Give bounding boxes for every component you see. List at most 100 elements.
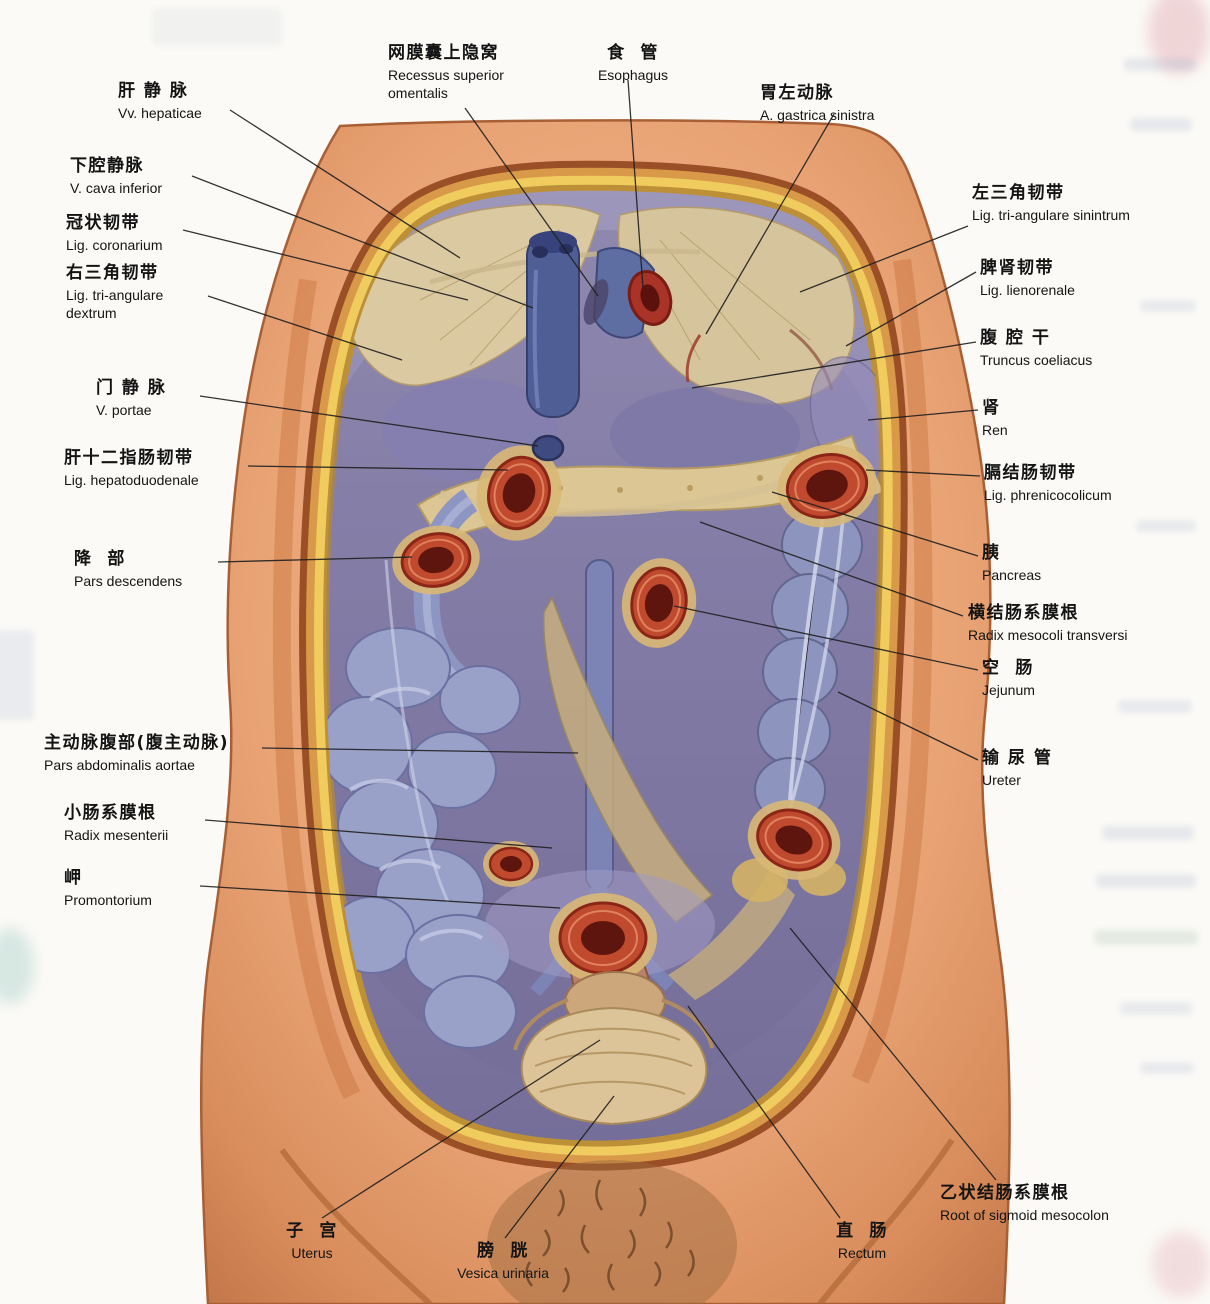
label-la: Jejunum	[982, 682, 1035, 699]
taenia-coli	[788, 511, 826, 801]
page-bleedthrough-text	[152, 8, 282, 46]
label-zh: 下腔静脉	[70, 156, 144, 176]
label-v-portae: 门 静 脉 V. portae	[96, 377, 226, 419]
label-vv-hepaticae: 肝 静 脉 Vv. hepaticae	[118, 80, 268, 122]
round-ligament	[513, 998, 569, 1051]
label-zh: 降 部	[74, 549, 126, 569]
jejunum-cut-stump	[621, 558, 697, 648]
page-bleedthrough-text	[1120, 1002, 1192, 1015]
label-la: Lig. coronarium	[66, 237, 163, 254]
label-promontorium: 岬 Promontorium	[64, 867, 224, 909]
omental-bursa-bed	[610, 387, 800, 483]
pubic-region	[487, 1160, 737, 1304]
label-la: Lig. hepatoduodenale	[64, 472, 199, 489]
page-bleedthrough-text	[0, 630, 34, 720]
label-zh: 肾	[982, 398, 1001, 418]
label-zh: 横结肠系膜根	[968, 603, 1079, 623]
groin-crease-right	[817, 1138, 955, 1304]
label-radix-mesocoli-transversi: 横结肠系膜根 Radix mesocoli transversi	[968, 602, 1208, 644]
label-zh: 食 管	[607, 43, 659, 63]
label-radix-mesenterii: 小肠系膜根 Radix mesenterii	[64, 802, 234, 844]
page-bleedthrough-spot	[1152, 1232, 1210, 1298]
label-la: Truncus coeliacus	[980, 352, 1093, 369]
label-pancreas: 胰 Pancreas	[982, 542, 1112, 584]
label-zh: 门 静 脉	[96, 378, 167, 398]
label-truncus-coeliacus: 腹 腔 干 Truncus coeliacus	[980, 327, 1160, 369]
label-esophagus: 食 管 Esophagus	[578, 42, 688, 84]
label-lig-triangulare-sinistrum: 左三角韧带 Lig. tri-angulare sinintrum	[972, 182, 1132, 224]
label-zh: 小肠系膜根	[64, 803, 157, 823]
label-root-sigmoid-mesocolon: 乙状结肠系膜根 Root of sigmoid mesocolon	[940, 1182, 1190, 1224]
label-zh: 肝十二指肠韧带	[64, 448, 194, 468]
label-la: Vesica urinaria	[457, 1265, 549, 1282]
label-zh: 冠状韧带	[66, 213, 140, 233]
label-jejunum: 空 肠 Jejunum	[982, 657, 1112, 699]
label-a-gastrica-sinistra: 胃左动脉 A. gastrica sinistra	[760, 82, 930, 124]
label-zh: 乙状结肠系膜根	[940, 1183, 1070, 1203]
hepatic-vein-opening	[559, 244, 573, 254]
label-lig-triangulare-dextrum: 右三角韧带 Lig. tri-angulare dextrum	[66, 262, 206, 322]
label-la: Lig. phrenicocolicum	[984, 487, 1112, 504]
duodenum-cut-stump	[476, 445, 562, 541]
label-la: Root of sigmoid mesocolon	[940, 1207, 1109, 1224]
label-zh: 输 尿 管	[982, 748, 1053, 768]
label-zh: 直 肠	[836, 1221, 888, 1241]
label-la: Radix mesocoli transversi	[968, 627, 1128, 644]
left-gastric-artery	[685, 334, 702, 383]
page-bleedthrough-text	[1136, 520, 1196, 532]
label-zh: 左三角韧带	[972, 183, 1065, 203]
label-la: Pars descendens	[74, 573, 183, 590]
omental-bursa-recess	[583, 279, 609, 325]
page-bleedthrough-text	[1140, 300, 1196, 312]
label-la: Uterus	[291, 1245, 333, 1262]
label-zh: 主动脉腹部(腹主动脉)	[44, 733, 230, 753]
leader-lines	[182, 79, 997, 1239]
label-la: Pars abdominalis aortae	[44, 757, 195, 774]
transverse-mesocolon-root	[438, 466, 822, 517]
page-bleedthrough-text	[1096, 874, 1196, 888]
label-la: Radix mesenterii	[64, 827, 169, 844]
label-lig-coronarium: 冠状韧带 Lig. coronarium	[66, 212, 226, 254]
pelvic-organs	[513, 971, 714, 1126]
label-la: Vv. hepaticae	[118, 105, 202, 122]
label-la: Recessus superior omentalis	[388, 67, 504, 102]
label-la: V. portae	[96, 402, 152, 419]
label-la: Lig. tri-angulare dextrum	[66, 287, 164, 322]
label-la: Lig. lienorenale	[980, 282, 1075, 299]
page-bleedthrough-text	[1124, 58, 1196, 71]
label-la: V. cava inferior	[70, 180, 163, 197]
page-bleedthrough-spot	[1148, 0, 1210, 74]
label-la: Promontorium	[64, 892, 152, 909]
vessel-cut-stump	[483, 841, 539, 887]
pubic-hair	[525, 1179, 695, 1293]
label-lig-lienorenale: 脾肾韧带 Lig. lienorenale	[980, 257, 1150, 299]
label-lig-phrenicocolicum: 膈结肠韧带 Lig. phrenicocolicum	[984, 462, 1199, 504]
label-la: Pancreas	[982, 567, 1042, 584]
label-zh: 腹 腔 干	[980, 328, 1051, 348]
label-zh: 膀 胱	[477, 1241, 529, 1261]
ureter-line	[384, 559, 450, 903]
label-zh: 胃左动脉	[760, 83, 834, 103]
groin-crease-left	[279, 1148, 433, 1304]
sigmoid-mesocolon-root	[668, 870, 795, 1000]
label-la: Esophagus	[597, 67, 669, 84]
label-ureter: 输 尿 管 Ureter	[982, 747, 1122, 789]
label-zh: 脾肾韧带	[980, 258, 1054, 278]
page-bleedthrough-text	[1130, 118, 1192, 131]
page-bleedthrough-text	[1140, 1062, 1194, 1074]
inferior-vena-cava	[526, 231, 580, 418]
label-zh: 右三角韧带	[66, 263, 159, 283]
label-zh: 网膜囊上隐窝	[388, 43, 499, 63]
label-zh: 肝 静 脉	[118, 81, 189, 101]
page-bleedthrough-text	[1118, 700, 1192, 713]
round-ligament	[661, 998, 714, 1049]
label-recessus-superior-omentalis: 网膜囊上隐窝 Recessus superior omentalis	[388, 42, 548, 102]
label-zh: 膈结肠韧带	[984, 463, 1077, 483]
portal-vein-cut	[531, 434, 565, 462]
cut-stumps	[392, 434, 877, 983]
label-la: Lig. tri-angulare sinintrum	[972, 207, 1130, 224]
rectum-cut-stump	[549, 893, 657, 983]
label-v-cava-inferior: 下腔静脉 V. cava inferior	[70, 155, 230, 197]
